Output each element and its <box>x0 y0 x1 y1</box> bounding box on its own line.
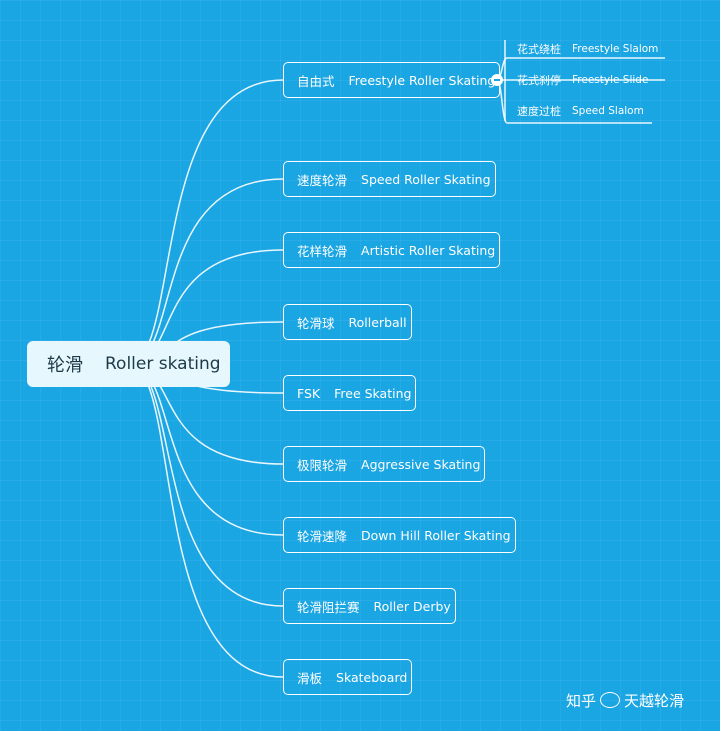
branch-connector-7 <box>127 363 284 607</box>
topic-rollerball[interactable]: 轮滑球 Rollerball <box>283 304 412 340</box>
subtopic-label-en: Freestyle Slalom <box>572 43 659 55</box>
subtopic-label-zh: 花式刹停 <box>517 74 561 87</box>
topic-label-zh: 轮滑速降 <box>297 528 348 544</box>
topic-label-en: Free Skating <box>334 385 412 401</box>
topic-label-en: Artistic Roller Skating <box>361 242 496 258</box>
topic-aggressive[interactable]: 极限轮滑 Aggressive Skating <box>283 446 486 482</box>
topic-label-zh: 轮滑阻拦赛 <box>297 599 360 615</box>
collapse-toggle-icon[interactable] <box>491 74 503 86</box>
topic-artistic[interactable]: 花样轮滑 Artistic Roller Skating <box>283 232 501 268</box>
topic-label-en: Speed Roller Skating <box>361 171 491 187</box>
topic-derby[interactable]: 轮滑阻拦赛 Roller Derby <box>283 588 456 624</box>
subtopic-label-en: Speed Slalom <box>572 105 644 117</box>
root-topic[interactable]: 轮滑 Roller skating <box>27 341 230 387</box>
topic-label-en: Rollerball <box>348 314 407 330</box>
subtopic-label-zh: 速度过桩 <box>517 105 561 118</box>
branch-connector-6 <box>127 363 284 536</box>
watermark-name: 天越轮滑 <box>624 691 685 710</box>
subtopic-label-zh: 花式绕桩 <box>517 43 561 56</box>
subtopic-speed-slalom[interactable]: 速度过桩 Speed Slalom <box>505 96 644 126</box>
subtopic-freestyle-slalom[interactable]: 花式绕桩 Freestyle Slalom <box>505 34 658 64</box>
wechat-icon <box>600 692 621 708</box>
topic-label-en: Aggressive Skating <box>361 456 481 472</box>
subtopic-label-en: Freestyle Slide <box>572 74 649 86</box>
topic-label-zh: 花样轮滑 <box>297 243 348 259</box>
topic-label-zh: 极限轮滑 <box>297 457 348 473</box>
zhihu-watermark: 知乎 天越轮滑 <box>566 687 684 713</box>
topic-freestyle[interactable]: 自由式 Freestyle Roller Skating <box>283 62 501 98</box>
topic-label-en: Roller Derby <box>373 598 451 614</box>
root-topic-zh: 轮滑 <box>47 355 83 376</box>
topic-speed[interactable]: 速度轮滑 Speed Roller Skating <box>283 161 496 197</box>
topic-skateboard[interactable]: 滑板 Skateboard <box>283 659 413 695</box>
topic-label-zh: FSK <box>297 385 321 401</box>
topic-label-zh: 自由式 <box>297 73 335 89</box>
topic-label-en: Down Hill Roller Skating <box>361 527 511 543</box>
topic-label-zh: 速度轮滑 <box>297 172 348 188</box>
watermark-prefix: 知乎 <box>566 691 597 710</box>
root-topic-en: Roller skating <box>105 354 221 374</box>
subtopic-freestyle-slide[interactable]: 花式刹停 Freestyle Slide <box>505 65 648 95</box>
topic-label-en: Skateboard <box>336 669 408 685</box>
branch-connector-8 <box>127 363 284 678</box>
topic-downhill[interactable]: 轮滑速降 Down Hill Roller Skating <box>283 517 516 553</box>
branch-connector-0 <box>127 79 284 365</box>
topic-label-en: Freestyle Roller Skating <box>348 72 496 88</box>
topic-label-zh: 滑板 <box>297 670 323 686</box>
topic-fsk[interactable]: FSK Free Skating <box>283 375 417 411</box>
topic-label-zh: 轮滑球 <box>297 315 335 331</box>
